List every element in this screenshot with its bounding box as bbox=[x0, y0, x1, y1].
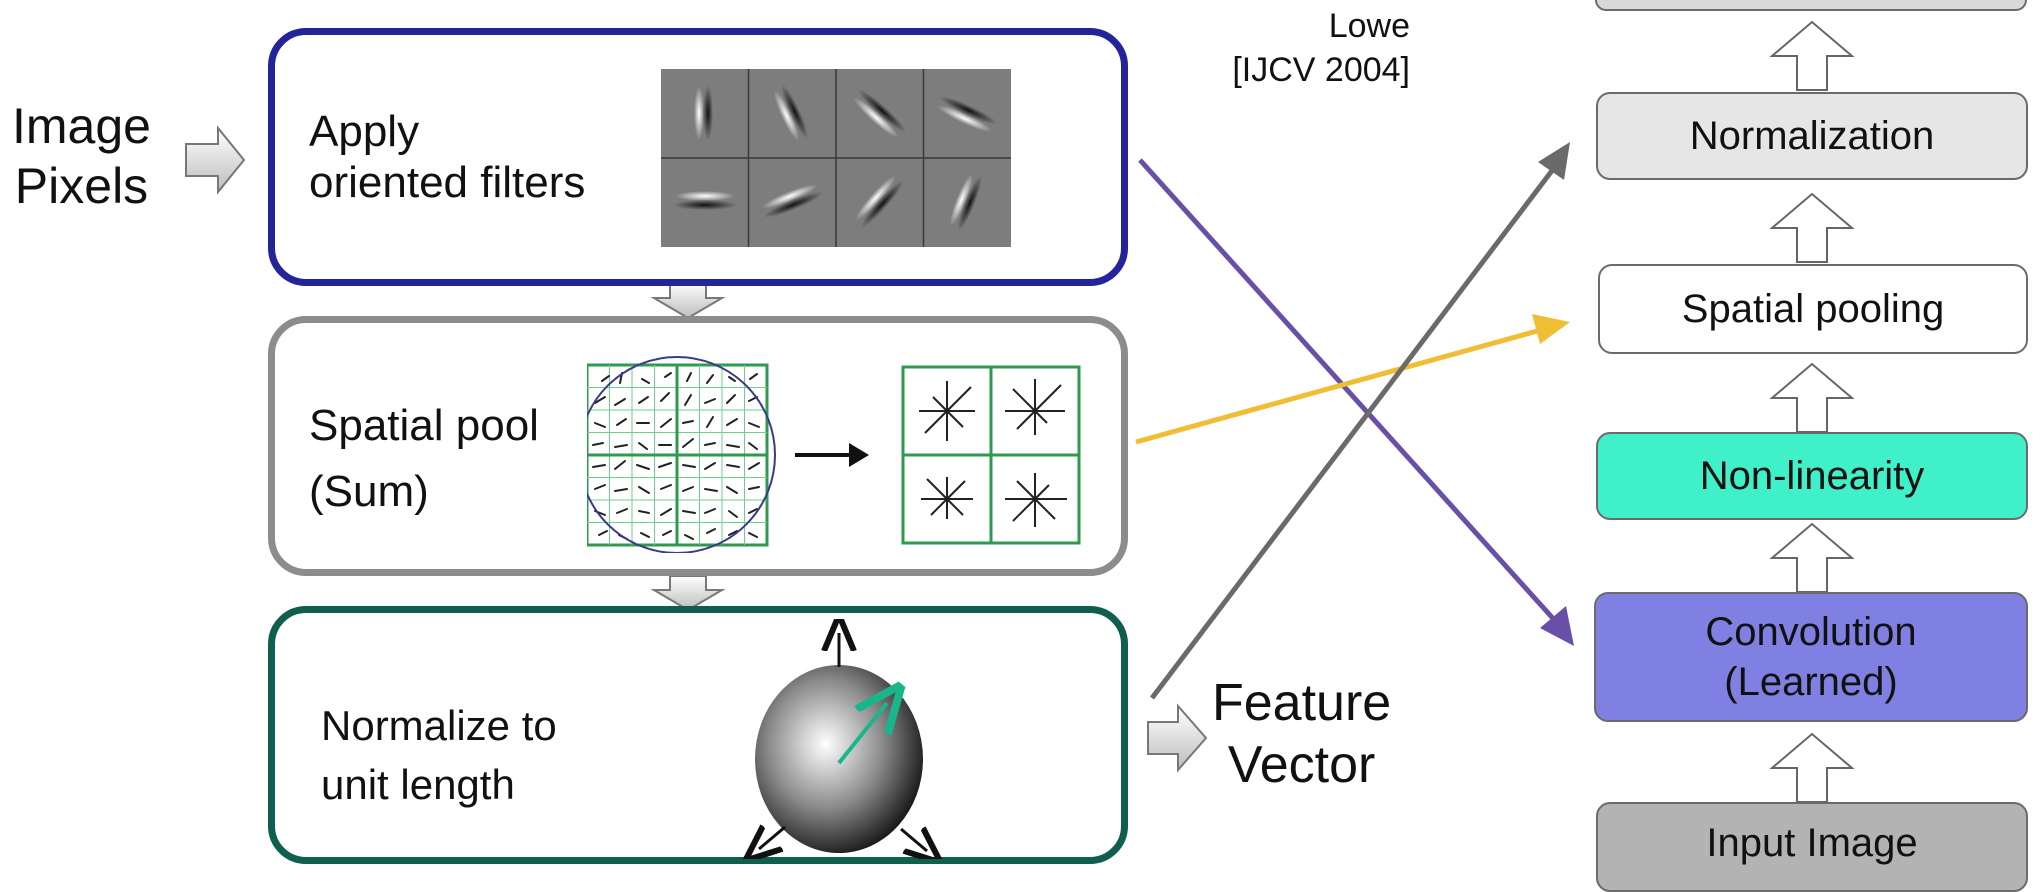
stage-spatial-pool: Spatial pool (Sum) bbox=[268, 316, 1128, 576]
filter-0deg bbox=[694, 85, 713, 141]
output-label: Feature Vector bbox=[1212, 672, 1391, 797]
cnn-layer-convolution-label: Convolution (Learned) bbox=[1705, 610, 1917, 704]
stage-spatial-pool-label: Spatial pool (Sum) bbox=[309, 393, 539, 525]
filter-22deg bbox=[773, 84, 809, 142]
stage-normalize-label: Normalize to unit length bbox=[321, 697, 557, 815]
cnn-layer-spatial-pooling-label: Spatial pooling bbox=[1681, 287, 1945, 331]
cnn-layer-input-image-label: Input Image bbox=[1706, 821, 1918, 865]
cnn-layer-spatial-pooling: Spatial pooling bbox=[1598, 264, 2028, 354]
input-label: Image Pixels bbox=[12, 96, 151, 216]
output-block-arrow bbox=[1147, 703, 1208, 773]
unit-sphere-icon bbox=[715, 619, 975, 859]
citation-author: Lowe bbox=[1328, 7, 1410, 45]
cnn-up-arrows bbox=[1769, 20, 1855, 803]
filter-bank-grid bbox=[661, 69, 1011, 247]
stage-normalize-label-line-1: Normalize to bbox=[321, 702, 557, 749]
cnn-up-arrow-1 bbox=[1769, 20, 1855, 91]
filter-135deg bbox=[855, 175, 904, 229]
stage-down-arrow-1 bbox=[650, 281, 726, 320]
cnn-layer-normalization: Normalization bbox=[1596, 92, 2028, 180]
filter-45deg bbox=[853, 89, 907, 138]
stage-normalize: Normalize to unit length bbox=[268, 606, 1128, 864]
input-label-line-1: Image bbox=[12, 98, 151, 154]
cnn-layer-input-image: Input Image bbox=[1596, 802, 2028, 892]
filter-67deg bbox=[937, 96, 998, 132]
cnn-up-arrow-5 bbox=[1769, 732, 1855, 803]
input-label-line-2: Pixels bbox=[14, 158, 149, 214]
stage-oriented-filters-label-line-2: oriented filters bbox=[309, 157, 586, 207]
cnn-layer-non-linearity-label: Non-linearity bbox=[1699, 454, 1925, 498]
stage-spatial-pool-label-line-1: Spatial pool bbox=[309, 401, 539, 450]
cnn-up-arrow-3 bbox=[1769, 362, 1855, 433]
stage-spatial-pool-label-line-2: (Sum) bbox=[309, 467, 429, 516]
cnn-up-arrow-2 bbox=[1769, 192, 1855, 263]
cnn-layer-non-linearity: Non-linearity bbox=[1596, 432, 2028, 520]
gradient-histogram-illustration bbox=[587, 356, 1081, 553]
stage-oriented-filters-label: Apply oriented filters bbox=[309, 107, 585, 208]
stage-down-arrow-2 bbox=[650, 575, 726, 612]
gaussian-window-circle bbox=[587, 356, 776, 553]
orientation-histogram-icon bbox=[901, 365, 1081, 545]
gradient-grid-icon bbox=[587, 356, 776, 553]
cnn-up-arrow-4 bbox=[1769, 522, 1855, 593]
output-label-line-1: Feature bbox=[1212, 674, 1392, 732]
citation: Lowe [IJCV 2004] bbox=[1190, 4, 1410, 92]
cnn-layer-convolution: Convolution (Learned) bbox=[1594, 592, 2028, 722]
stage-oriented-filters: Apply oriented filters bbox=[268, 28, 1128, 286]
filter-90deg bbox=[673, 191, 737, 210]
filter-112deg bbox=[761, 184, 823, 218]
citation-venue: [IJCV 2004] bbox=[1232, 51, 1410, 90]
filter-157deg bbox=[949, 173, 982, 232]
cnn-top-cutoff-box bbox=[1595, 0, 2027, 11]
stage-oriented-filters-label-line-1: Apply bbox=[309, 107, 420, 156]
cnn-layer-normalization-label: Normalization bbox=[1689, 114, 1935, 158]
right-arrow-icon bbox=[795, 443, 869, 467]
stage-normalize-label-line-2: unit length bbox=[321, 760, 515, 808]
diagram-graphics bbox=[185, 0, 2027, 803]
input-block-arrow bbox=[185, 125, 246, 195]
output-label-line-2: Vector bbox=[1227, 736, 1376, 795]
